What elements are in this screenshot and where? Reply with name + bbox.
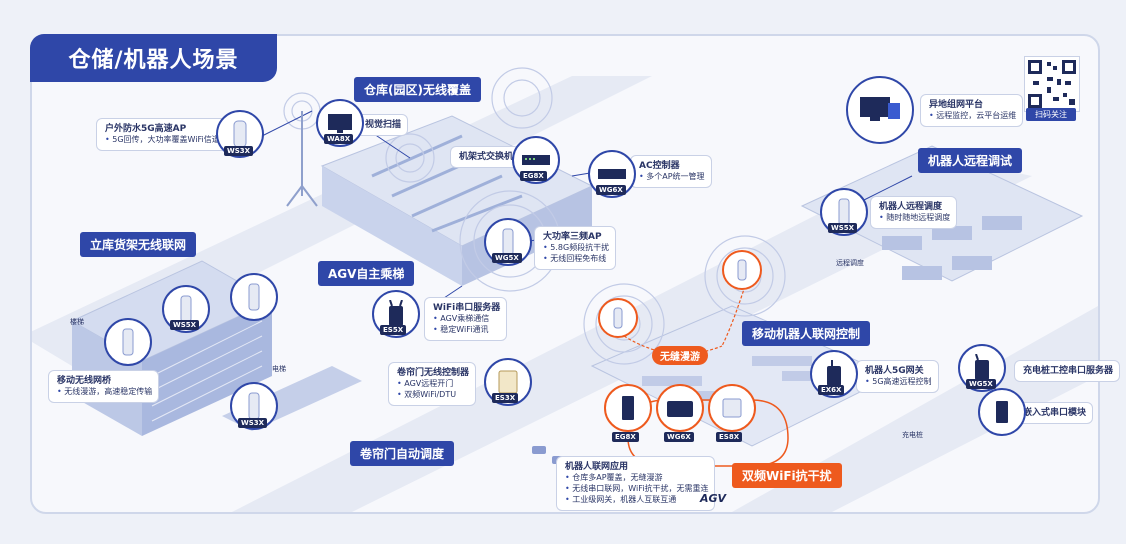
desc-title: 机架式交换机 <box>459 152 514 162</box>
lift-text: 电梯 <box>272 365 286 373</box>
desc-line: 5G高速远程控制 <box>865 377 931 388</box>
cloud-platform-icon <box>846 76 914 144</box>
device-tag: WS5X <box>828 223 858 233</box>
label-remote-debug: 机器人远程调试 <box>918 148 1023 173</box>
desc-title: 嵌入式串口模块 <box>1023 408 1087 418</box>
label-rolling-door: 卷帘门自动调度 <box>350 441 455 466</box>
device-tag: EX6X <box>818 385 845 395</box>
desc-line: 无线串口联网，WiFi抗干扰，无需重连 <box>565 484 708 495</box>
device-tag: ES5X <box>380 325 407 335</box>
desc-title: 机器人联网应用 <box>565 462 629 472</box>
device-tag: WS3X <box>224 146 254 156</box>
serial-server-icon <box>708 384 756 432</box>
desc-charger-server: 充电桩工控串口服务器 <box>1014 360 1121 383</box>
qr-label: 扫码关注 <box>1026 108 1076 121</box>
bridge-ap-icon-3 <box>104 318 152 366</box>
embedded-module-icon <box>978 388 1026 436</box>
device-tag: WS3X <box>238 418 268 428</box>
device-tag: ES8X <box>716 432 743 442</box>
device-tag: WG6X <box>596 185 626 195</box>
device-tag: WG5X <box>492 253 522 263</box>
desc-title: 机器人远程调度 <box>879 202 943 212</box>
desc-mobile-bridge: 移动无线网桥 无线漫游，高速稳定传输 <box>48 370 160 403</box>
desc-title: AC控制器 <box>639 161 680 171</box>
desc-title: 户外防水5G高速AP <box>105 124 187 134</box>
label-shelving: 立库货架无线联网 <box>80 232 197 257</box>
remote-text: 远程调度 <box>836 259 864 267</box>
device-tag: WA8X <box>324 134 354 144</box>
roaming-ap-icon-2 <box>722 250 762 290</box>
desc-robot-remote: 机器人远程调度 随时随地远程调度 <box>870 196 958 229</box>
label-warehouse: 仓库(园区)无线覆盖 <box>354 77 481 102</box>
desc-title: 移动无线网桥 <box>57 376 112 386</box>
desc-remote-platform: 异地组网平台 远程监控，云平台运维 <box>920 94 1024 127</box>
desc-line: 随时随地远程调度 <box>879 213 950 224</box>
label-dual-wifi: 双频WiFi抗干扰 <box>732 463 842 488</box>
desc-embedded-module: 嵌入式串口模块 <box>1014 402 1094 425</box>
device-tag: WG6X <box>664 432 694 442</box>
desc-title: 卷帘门无线控制器 <box>397 368 470 378</box>
desc-title: 异地组网平台 <box>929 100 984 110</box>
desc-line: AGV远程开门 <box>397 379 469 390</box>
page-title: 仓储/机器人场景 <box>30 34 277 82</box>
label-agv-lift: AGV自主乘梯 <box>318 261 415 286</box>
router-icon <box>656 384 704 432</box>
device-tag: EG8X <box>612 432 639 442</box>
agv-text: AGV <box>700 492 727 505</box>
desc-line: 无线漫游，高速稳定传输 <box>57 387 152 398</box>
desc-robot-5g: 机器人5G网关 5G高速远程控制 <box>856 360 939 393</box>
desc-line: AGV乘梯通信 <box>433 314 500 325</box>
desc-rack-switch: 机架式交换机 <box>450 146 521 169</box>
desc-title: 大功率三频AP <box>543 232 602 242</box>
desc-title: 视觉扫描 <box>365 120 402 130</box>
desc-title: WiFi串口服务器 <box>433 303 501 313</box>
label-roaming: 无缝漫游 <box>652 346 708 365</box>
desc-title: 充电桩工控串口服务器 <box>1023 366 1114 376</box>
charger-text: 充电桩 <box>902 431 923 439</box>
desc-vision-cam: 视觉扫描 <box>356 114 409 137</box>
label-mobile-robot: 移动机器人联网控制 <box>742 321 871 346</box>
desc-line: 双频WiFi/DTU <box>397 390 469 401</box>
desc-line: 无线回程免布线 <box>543 254 609 265</box>
desc-robot-app: 机器人联网应用 仓库多AP覆盖，无缝漫游 无线串口联网，WiFi抗干扰，无需重连… <box>556 456 716 511</box>
device-tag: ES3X <box>492 393 519 403</box>
desc-wifi-server: WiFi串口服务器 AGV乘梯通信 稳定WiFi通讯 <box>424 297 508 341</box>
desc-outdoor-ap: 户外防水5G高速AP 5G回传，大功率覆盖WiFi信道 <box>96 118 227 151</box>
industrial-gateway-icon <box>604 384 652 432</box>
desc-rolling-ctrl: 卷帘门无线控制器 AGV远程开门 双频WiFi/DTU <box>388 362 477 406</box>
desc-high-power-ap: 大功率三频AP 5.8G频段抗干扰 无线回程免布线 <box>534 226 617 270</box>
desc-line: 仓库多AP覆盖，无缝漫游 <box>565 473 708 484</box>
device-tag: WG5X <box>966 379 996 389</box>
desc-line: 5G回传，大功率覆盖WiFi信道 <box>105 135 220 146</box>
qr-code-icon <box>1024 56 1080 112</box>
roaming-ap-icon-1 <box>598 298 638 338</box>
device-tag: WS5X <box>170 320 200 330</box>
desc-line: 多个AP统一管理 <box>639 172 704 183</box>
desc-line: 稳定WiFi通讯 <box>433 325 500 336</box>
bridge-ap-icon-2 <box>230 273 278 321</box>
desc-title: 机器人5G网关 <box>865 366 924 376</box>
desc-line: 工业级网关，机器人互联互通 <box>565 495 708 506</box>
stair-text: 楼梯 <box>70 318 84 326</box>
desc-line: 远程监控，云平台运维 <box>929 111 1016 122</box>
desc-line: 5.8G频段抗干扰 <box>543 243 609 254</box>
desc-ac-controller: AC控制器 多个AP统一管理 <box>630 155 712 188</box>
device-tag: EG8X <box>520 171 547 181</box>
